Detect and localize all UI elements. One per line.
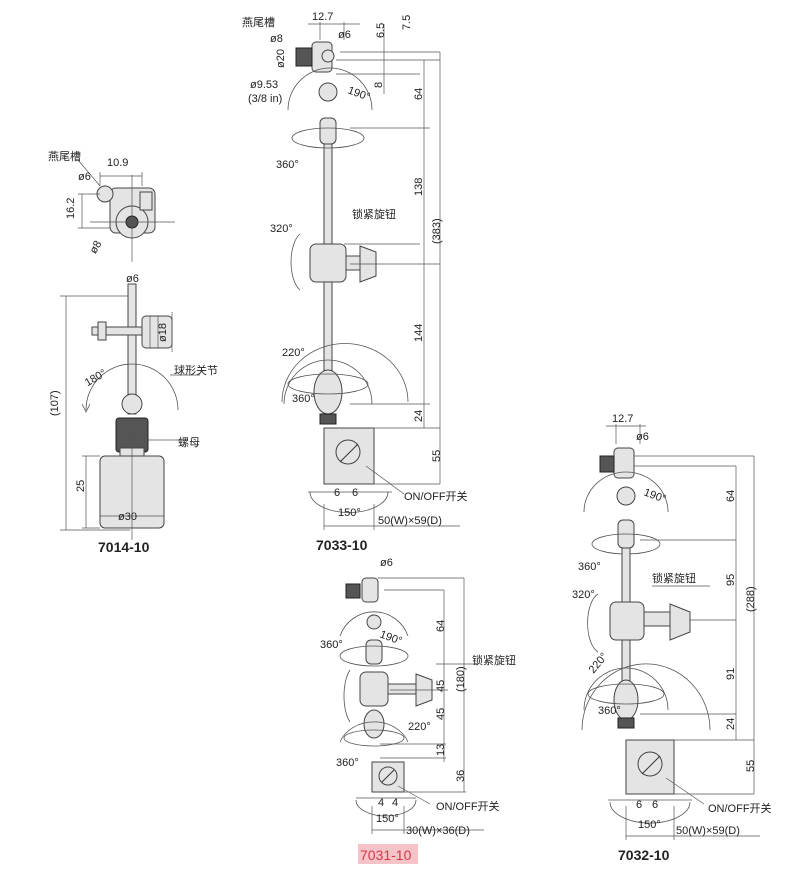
drawing-7033 [281,22,460,530]
dim-91: 91 [725,668,737,680]
model-highlight [358,844,418,864]
dim-24: 24 [413,410,425,422]
dim-base: 50(W)×59(D) [378,515,442,527]
dim-180: (180) [455,666,467,692]
angle-320: 320° [572,589,595,601]
dim-55: 55 [431,450,443,462]
dim-phi6: ø6 [636,431,649,443]
dim-95: 95 [725,574,737,586]
model-7033-10: 7033-10 [316,537,368,553]
dim-phi6: ø6 [126,273,139,285]
angle-190: 190° [346,85,371,104]
angle-320: 320° [270,223,293,235]
label-nut: 螺母 [178,436,200,449]
dim-383: (383) [431,218,443,244]
label-lock-knob: 锁紧旋钮 [472,653,516,667]
dim-36: 36 [455,770,467,782]
dim-6b: 6 [352,487,358,499]
dim-6-5: 6.5 [375,23,387,38]
front-view-7014 [60,283,200,540]
angle-360b: 360° [292,393,315,405]
dim-24: 24 [725,718,737,730]
angle-180: 180° [83,367,109,389]
dim-64: 64 [413,88,425,100]
dim-8: 8 [373,82,385,88]
angle-150: 150° [338,507,361,519]
label-onoff: ON/OFF开关 [436,799,500,813]
dim-phi6-top: ø6 [78,171,91,183]
dim-phi9-53: ø9.53 [250,79,278,91]
dim-7-5: 7.5 [401,15,413,30]
dim-12-7: 12.7 [612,413,633,425]
dim-phi20: ø20 [275,49,287,68]
dim-138: 138 [413,178,425,196]
angle-360: 360° [320,639,343,651]
model-7032-10: 7032-10 [618,847,670,863]
angle-360: 360° [578,561,601,573]
label-ball-joint: 球形关节 [174,363,218,377]
model-7014-10: 7014-10 [98,539,150,555]
dim-12-7: 12.7 [312,11,333,23]
dim-phi8: ø8 [270,33,283,45]
dim-25: 25 [75,480,87,492]
dim-144: 144 [413,324,425,342]
angle-150: 150° [638,819,661,831]
dim-45a: 45 [435,680,447,692]
stand-7031-10: ø6 190° 64 360° 锁紧旋钮 (180) 45 45 220° 13… [320,557,516,864]
dim-phi6: ø6 [380,557,393,569]
dim-3-8-in: (3/8 in) [248,93,282,105]
dim-6b: 6 [652,799,658,811]
dim-base: 50(W)×59(D) [676,825,740,837]
dim-107: (107) [49,390,61,416]
dim-6a: 6 [334,487,340,499]
label-dovetail: 燕尾槽 [48,150,81,163]
dim-phi30: ø30 [118,511,137,523]
angle-220: 220° [408,721,431,733]
drawing-7032 [581,424,760,840]
dim-16-2: 16.2 [65,198,77,219]
dim-45b: 45 [435,708,447,720]
dim-13: 13 [435,744,447,756]
angle-360b: 360° [598,705,621,717]
angle-150: 150° [376,813,399,825]
angle-220: 220° [282,347,305,359]
label-lock-knob: 锁紧旋钮 [652,571,696,585]
label-onoff: ON/OFF开关 [708,801,772,815]
label-lock-knob: 锁紧旋钮 [352,207,396,221]
dim-64: 64 [435,620,447,632]
stand-7014-10: 燕尾槽 10.9 ø6 16.2 ø8 [48,150,218,555]
dim-288: (288) [745,586,757,612]
stand-7032-10: 12.7 ø6 190° 64 360° 锁紧旋钮 95 320° (288) … [572,413,772,863]
angle-190: 190° [642,487,667,506]
drawing-7031 [339,577,484,834]
label-onoff: ON/OFF开关 [404,489,468,503]
angle-360: 360° [276,159,299,171]
stand-7033-10: 燕尾槽 12.7 ø8 ø6 ø20 6.5 7.5 8 ø9.53 (3/8 … [242,11,468,553]
dim-64: 64 [725,490,737,502]
dim-phi8: ø8 [88,239,105,256]
dim-4a: 4 [378,797,384,809]
top-view-7014 [77,159,175,262]
label-dovetail: 燕尾槽 [242,16,275,29]
angle-360b: 360° [336,757,359,769]
dim-phi18: ø18 [157,323,169,342]
dim-base: 30(W)×36(D) [406,825,470,837]
dim-10-9: 10.9 [107,157,128,169]
dim-6a: 6 [636,799,642,811]
dim-55: 55 [745,760,757,772]
dim-phi6: ø6 [338,29,351,41]
model-7031-10: 7031-10 [360,847,412,863]
dim-4b: 4 [392,797,398,809]
